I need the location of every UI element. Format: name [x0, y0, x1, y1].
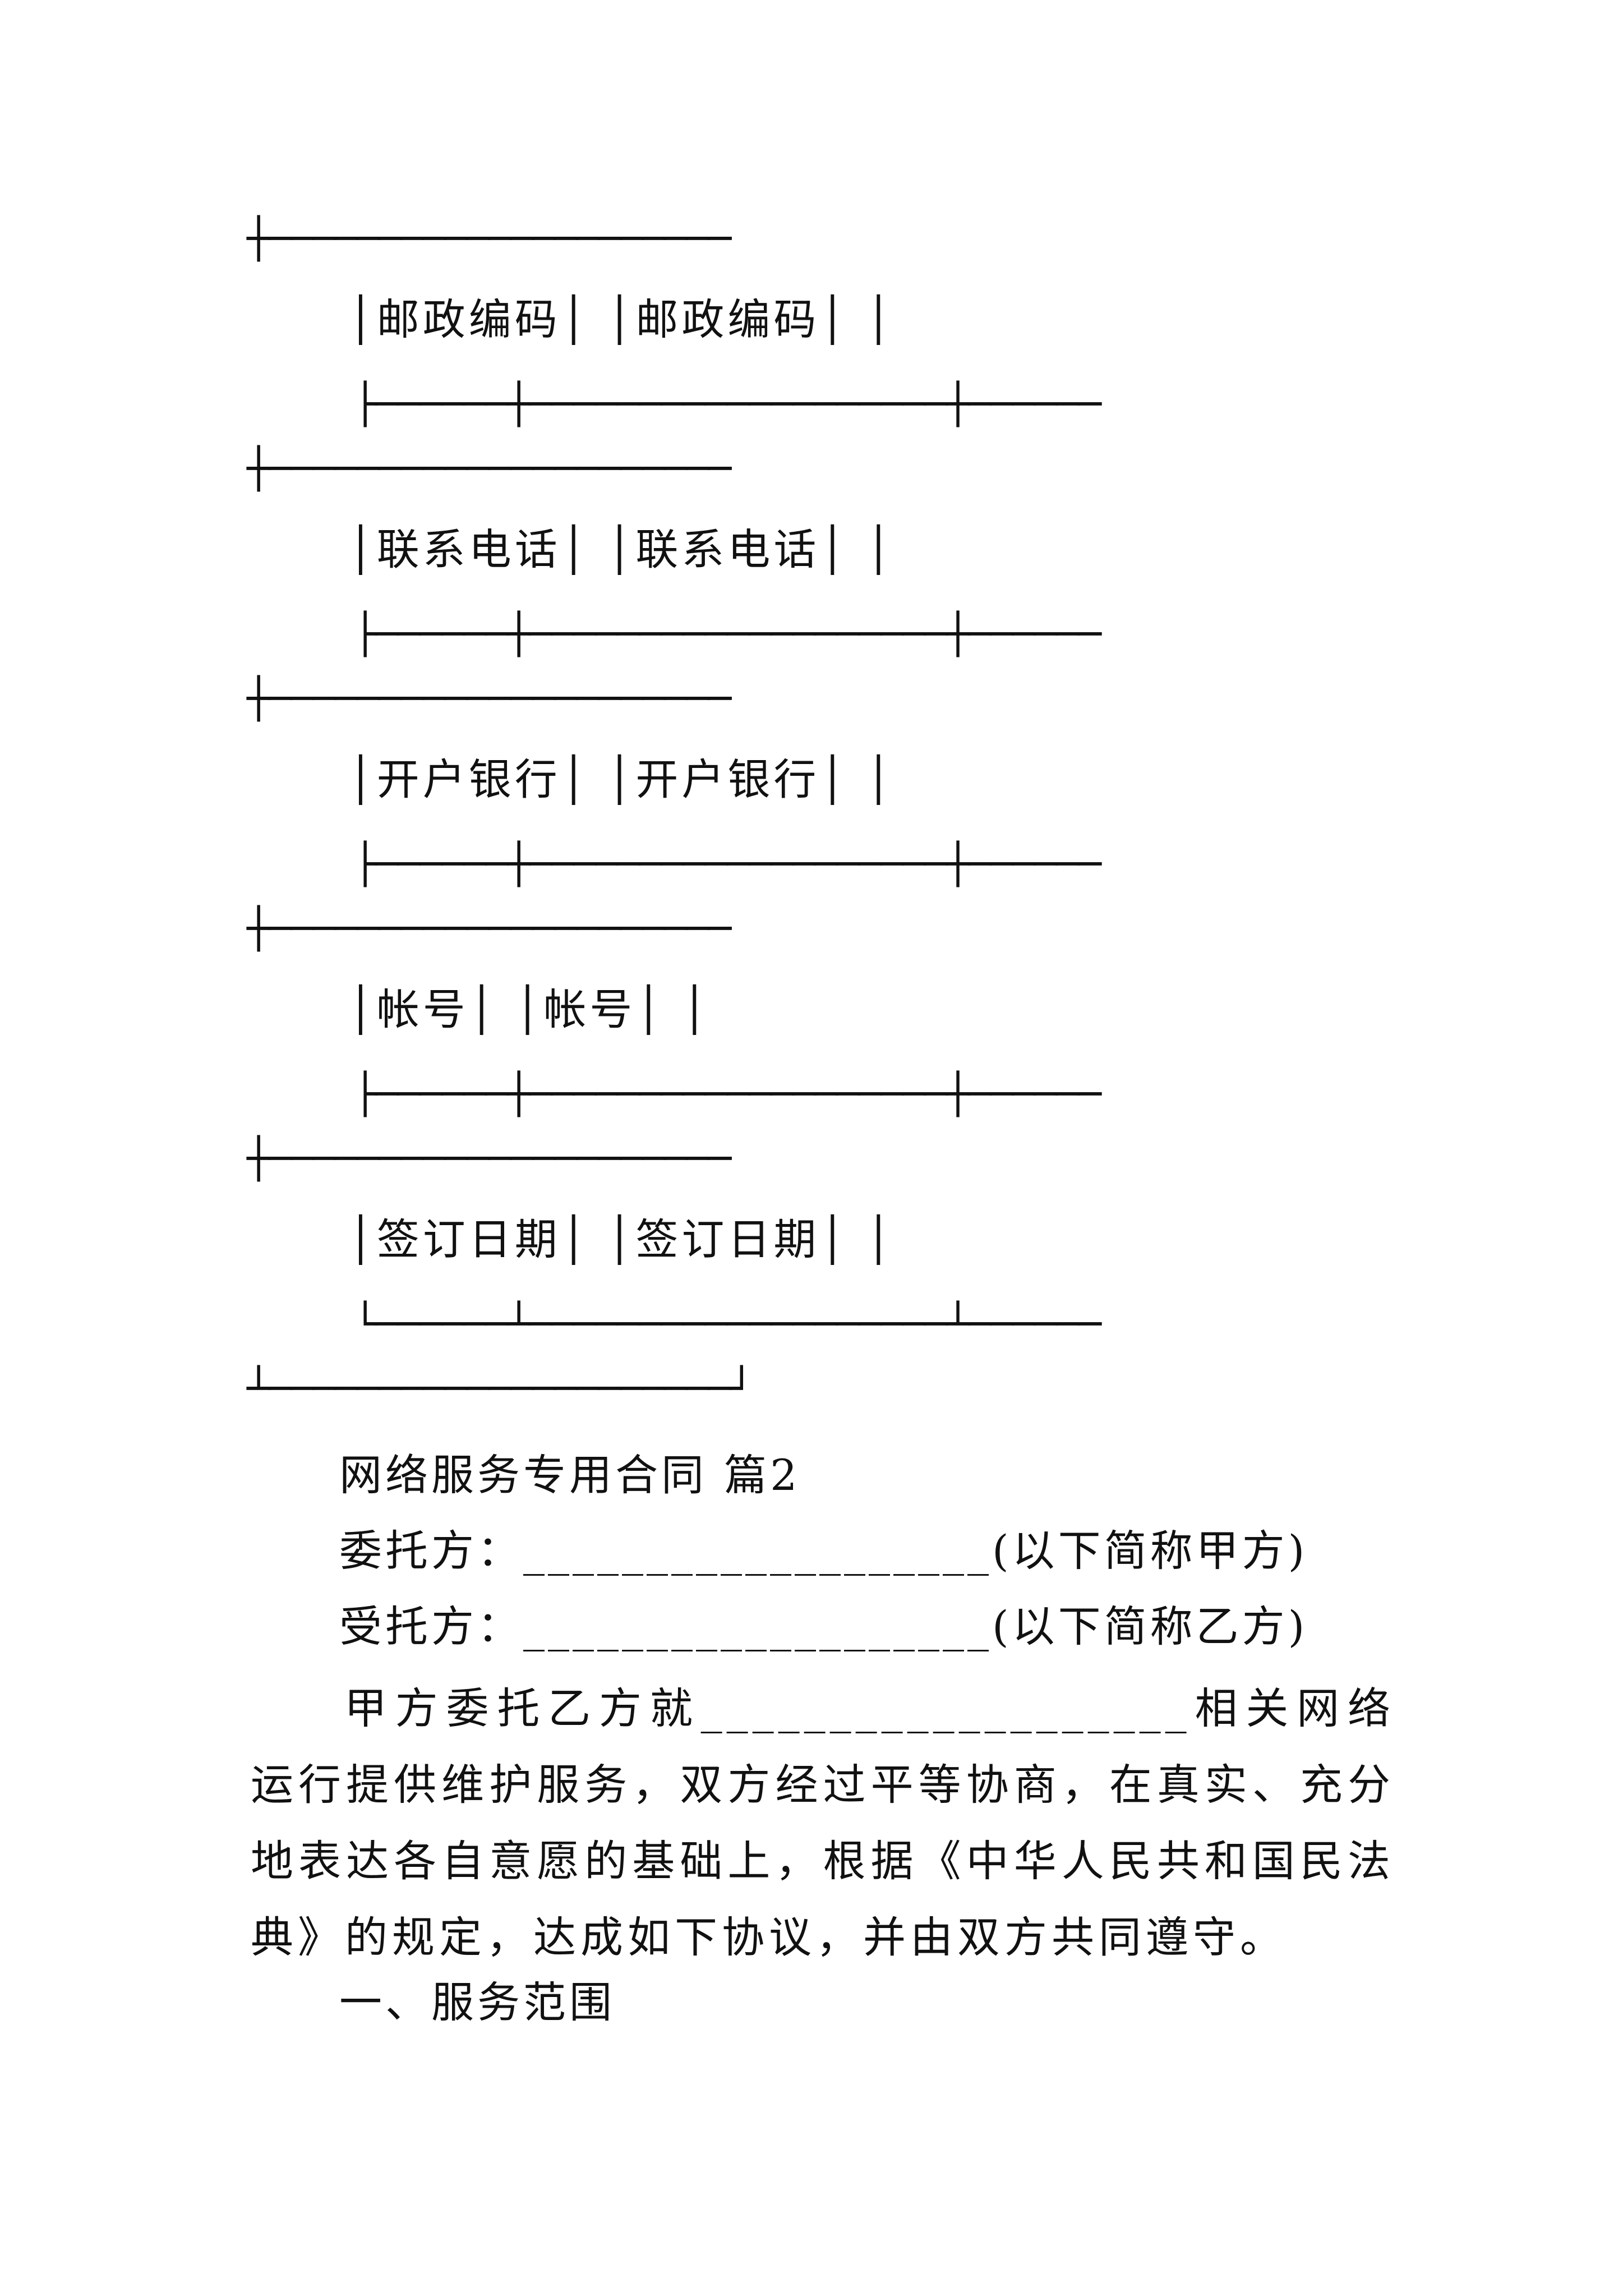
table-closing-rule: ┴─────────────────────┘: [247, 1365, 753, 1411]
party-a-line: 委托方：___________________(以下简称甲方): [339, 1526, 1308, 1576]
table-top-rule: ┼─────────────────────: [247, 445, 731, 491]
body-paragraph: 甲方委托乙方就___________________相关网络运行提供维护服务，双…: [251, 1671, 1395, 1976]
table-bottom-rule: ├──────┼───────────────────┼──────: [353, 381, 1101, 427]
table-bottom-rule: ├──────┼───────────────────┼──────: [353, 611, 1101, 657]
table-bottom-rule: ├──────┼───────────────────┼──────: [353, 1071, 1101, 1117]
table-label-row: │帐号│ │帐号│ │: [348, 984, 711, 1034]
party-b-line: 受托方：___________________(以下简称乙方): [339, 1602, 1308, 1651]
table-label-row: │开户银行│ │开户银行│ │: [348, 754, 895, 804]
body-paragraph-text: 甲方委托乙方就___________________相关网络运行提供维护服务，双…: [251, 1683, 1395, 1962]
table-top-rule: ┼─────────────────────: [247, 215, 731, 261]
table-label-row: │签订日期│ │签订日期│ │: [348, 1214, 895, 1264]
table-label-row: │联系电话│ │联系电话│ │: [348, 524, 895, 574]
table-bottom-rule: ├──────┼───────────────────┼──────: [353, 841, 1101, 887]
table-top-rule: ┼─────────────────────: [247, 1135, 731, 1181]
heading-service-scope: 一、服务范围: [339, 1977, 615, 2027]
section-title: 网络服务专用合同 篇2: [339, 1450, 801, 1500]
table-bottom-rule: └──────┴───────────────────┴──────: [353, 1301, 1101, 1347]
table-label-row: │邮政编码│ │邮政编码│ │: [348, 295, 895, 344]
table-top-rule: ┼─────────────────────: [247, 675, 731, 721]
table-top-rule: ┼─────────────────────: [247, 905, 731, 951]
